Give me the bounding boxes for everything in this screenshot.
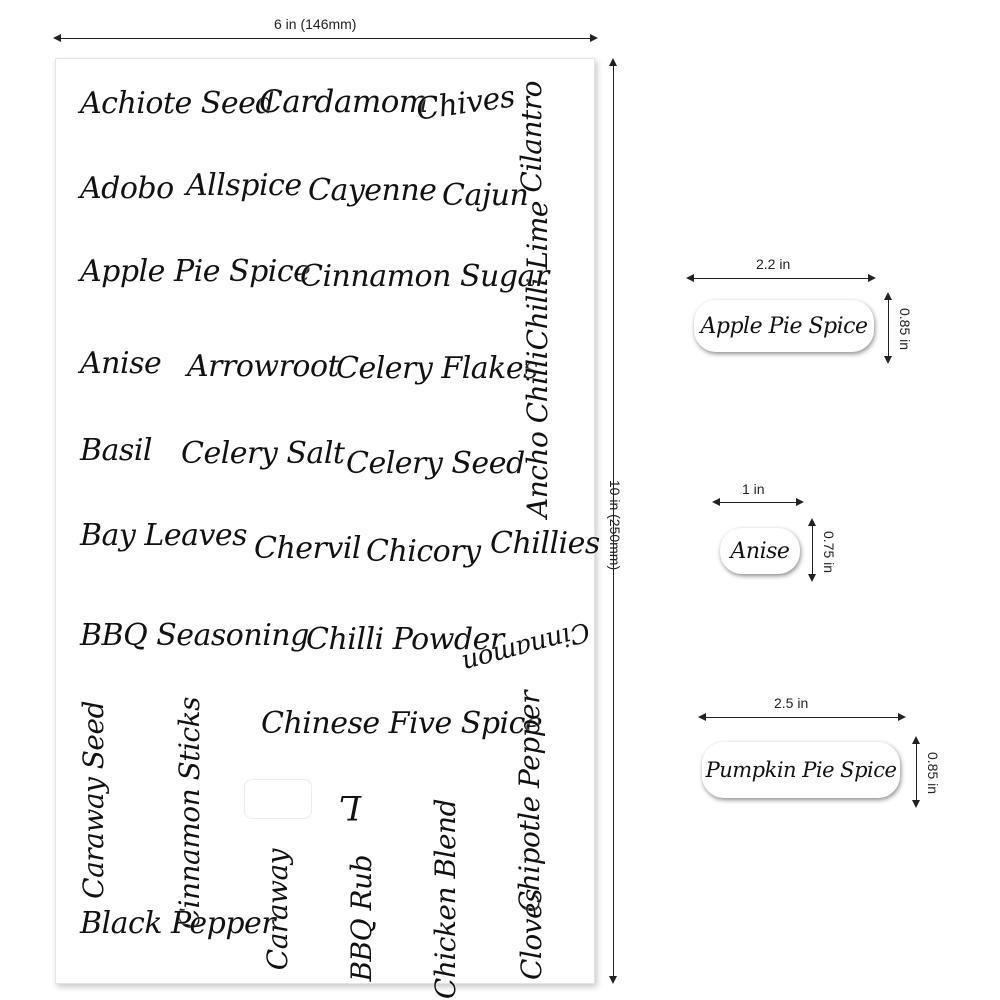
label-adobo: Adobo xyxy=(80,171,174,206)
label-chervil: Chervil xyxy=(254,531,362,566)
label-cajun: Cajun xyxy=(442,178,529,213)
label-mark-l: L xyxy=(339,787,362,827)
arrow-right-icon xyxy=(898,713,906,721)
label-cinnamon-sticks: Cinnamon Sticks xyxy=(173,697,206,930)
dimension-line xyxy=(613,64,614,978)
arrow-down-icon xyxy=(808,574,816,582)
label-cayenne: Cayenne xyxy=(308,173,437,208)
dimension-line xyxy=(58,38,592,39)
sticker-sheet: Achiote Seed Cardamom Chives Cilantro Ad… xyxy=(55,58,600,999)
sample-height-label: 0.85 in xyxy=(897,307,914,351)
label-chinese-five-spice: Chinese Five Spice xyxy=(261,706,543,741)
label-basil: Basil xyxy=(80,433,153,468)
sample-sticker: Apple Pie Spice xyxy=(694,300,874,352)
label-chipotle-pepper: Chipotle Pepper xyxy=(513,691,546,913)
label-allspice: Allspice xyxy=(186,168,302,203)
arrow-up-icon xyxy=(808,518,816,526)
label-bbq-seasoning: BBQ Seasoning xyxy=(80,618,309,653)
sample-height-label: 0.85 in xyxy=(925,751,942,795)
arrow-up-icon xyxy=(912,736,920,744)
sample-width-label: 1 in xyxy=(742,481,765,497)
label-chives: Chives xyxy=(413,79,517,128)
label-cilantro: Cilantro xyxy=(515,81,548,193)
dimension-line xyxy=(702,717,900,718)
arrow-down-icon xyxy=(912,800,920,808)
label-cloves: Cloves xyxy=(515,889,548,980)
label-arrowroot: Arrowroot xyxy=(187,349,340,384)
dimension-line xyxy=(888,298,889,356)
label-achiote-seed: Achiote Seed xyxy=(80,86,275,121)
label-black-pepper: Black Pepper xyxy=(80,906,276,941)
arrow-right-icon xyxy=(590,34,598,42)
sample-sticker: Anise xyxy=(720,528,800,574)
label-bay-leaves: Bay Leaves xyxy=(80,518,248,553)
dimension-line xyxy=(916,742,917,800)
label-chilli-powder: Chilli Powder xyxy=(306,622,504,657)
sample-height-label: 0.75 in xyxy=(821,530,838,574)
label-anise: Anise xyxy=(80,346,162,381)
sample-width-label: 2.5 in xyxy=(774,695,809,711)
arrow-up-icon xyxy=(884,292,892,300)
label-apple-pie-spice: Apple Pie Spice xyxy=(80,254,311,289)
sample-text: Anise xyxy=(730,538,790,564)
label-chicory: Chicory xyxy=(366,534,481,569)
label-celery-flakes: Celery Flakes xyxy=(336,351,539,386)
arrow-right-icon xyxy=(868,274,876,282)
sample-width-label: 2.2 in xyxy=(756,256,791,272)
arrow-down-icon xyxy=(884,356,892,364)
label-chicken-blend: Chicken Blend xyxy=(429,799,462,1000)
dimension-line xyxy=(812,524,813,576)
sample-sticker: Pumpkin Pie Spice xyxy=(702,742,900,798)
dimension-line xyxy=(716,502,798,503)
label-celery-seed: Celery Seed xyxy=(346,446,525,481)
dimension-line xyxy=(690,278,870,279)
arrow-right-icon xyxy=(796,498,804,506)
label-bbq-rub: BBQ Rub xyxy=(345,855,378,982)
label-cinnamon-sugar: Cinnamon Sugar xyxy=(300,259,549,294)
sample-text: Apple Pie Spice xyxy=(700,313,869,339)
arrow-down-icon xyxy=(609,976,617,984)
label-cardamom: Cardamom xyxy=(259,84,428,120)
sample-text: Pumpkin Pie Spice xyxy=(705,758,897,782)
blank-sticker xyxy=(244,779,312,819)
arrow-left-icon xyxy=(53,34,61,42)
label-chillies: Chillies xyxy=(490,526,600,561)
label-ancho-chilli: Ancho Chilli xyxy=(521,351,554,519)
label-caraway-seed: Caraway Seed xyxy=(77,701,110,899)
sheet-height-label: 10 in (250mm) xyxy=(607,479,624,571)
sheet-width-label: 6 in (146mm) xyxy=(274,16,357,32)
label-celery-salt: Celery Salt xyxy=(181,436,345,471)
arrow-up-icon xyxy=(609,58,617,66)
